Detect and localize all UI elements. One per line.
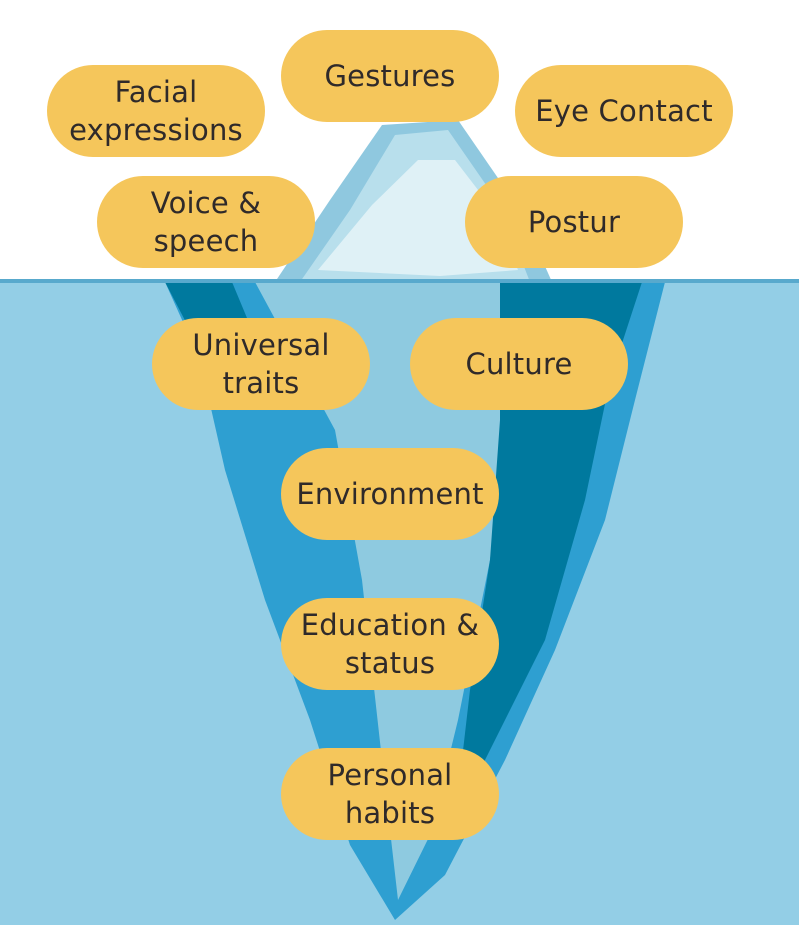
personal-habits-pill: Personal habits (281, 748, 499, 840)
iceberg-underwater-core (255, 282, 530, 900)
universal-traits-pill: Universal traits (152, 318, 370, 410)
eye-contact-pill: Eye Contact (515, 65, 733, 157)
postur-pill: Postur (465, 176, 683, 268)
education-status-pill: Education & status (281, 598, 499, 690)
environment-pill: Environment (281, 448, 499, 540)
iceberg-underwater-dark-right (455, 282, 642, 820)
waterline (0, 279, 799, 283)
iceberg-tip-light (318, 160, 518, 276)
voice-speech-pill: Voice & speech (97, 176, 315, 268)
culture-pill: Culture (410, 318, 628, 410)
facial-expressions-pill: Facial expressions (47, 65, 265, 157)
gestures-pill: Gestures (281, 30, 499, 122)
